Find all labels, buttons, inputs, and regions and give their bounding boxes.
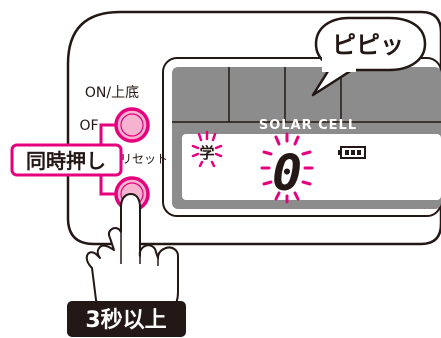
subject-indicator-text: 学 [199, 144, 214, 162]
display-digit: 0 [272, 144, 302, 202]
hold-duration-badge: 3秒以上 [67, 301, 186, 337]
off-button-label: OF [79, 118, 98, 134]
blink-rays-icon [191, 130, 223, 168]
digit-blink-rays-icon [260, 132, 314, 204]
callout-bracket [99, 123, 116, 196]
display-digit-group: 0 [260, 132, 314, 204]
hold-duration-text: 3秒以上 [85, 308, 166, 333]
subject-indicator: 学 [191, 130, 223, 168]
beep-speech-bubble: ピピッ [311, 16, 427, 97]
on-button-label: ON/上底 [85, 85, 139, 101]
press-together-text: 同時押し [26, 149, 106, 173]
pointing-hand-icon [85, 193, 179, 319]
press-together-callout: 同時押し [10, 143, 123, 177]
off-button[interactable] [114, 107, 150, 143]
beep-sound-text: ピピッ [332, 31, 404, 59]
battery-icon [338, 146, 366, 159]
solar-cell-label: SOLAR CELL [259, 118, 357, 133]
reset-button-label: リセット [120, 152, 168, 166]
